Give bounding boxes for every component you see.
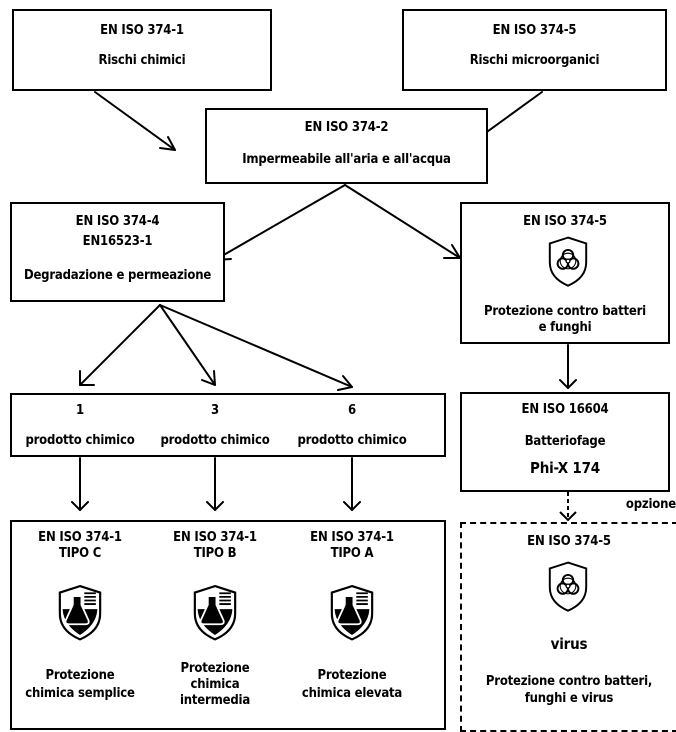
type-desc-line-1: Protezione: [45, 668, 115, 683]
type-desc-line-2: chimica elevata: [301, 686, 403, 701]
box-title: EN ISO 16604: [521, 402, 609, 417]
virus-label: virus: [550, 635, 588, 653]
type-desc-line-2: chimica semplice: [25, 686, 135, 701]
box-title: EN ISO 374-5: [492, 23, 577, 38]
box-title: EN ISO 374-2: [304, 120, 389, 135]
box-title: EN ISO 374-5: [523, 214, 607, 229]
box-line-2: e funghi: [538, 320, 592, 335]
type-label: TIPO B: [193, 546, 237, 561]
box-subtitle: Batteriofage: [524, 434, 606, 449]
box-en-iso-374-5-microorganism-risks: EN ISO 374-5 Rischi microorganici: [402, 9, 667, 91]
type-title: EN ISO 374-1: [38, 530, 122, 545]
box-performance-levels: [10, 393, 446, 457]
level-label: prodotto chimico: [25, 433, 135, 448]
box-subtitle: Rischi chimici: [98, 53, 186, 68]
type-desc-line-2: chimica: [190, 677, 240, 692]
type-desc-line-1: Protezione: [317, 668, 387, 683]
box-title: EN ISO 374-4: [75, 214, 160, 229]
box-subtitle: Degradazione e permeazione: [23, 268, 212, 283]
box-en-iso-16604-bacteriophage: EN ISO 16604 Batteriofage Phi-X 174: [460, 392, 670, 492]
level-number: 6: [348, 403, 356, 418]
type-title: EN ISO 374-1: [310, 530, 394, 545]
type-label: TIPO A: [330, 546, 374, 561]
type-title: EN ISO 374-1: [173, 530, 257, 545]
box-en-iso-374-5-virus: EN ISO 374-5 virus Protezione contro bat…: [460, 522, 676, 732]
type-label: TIPO C: [58, 546, 102, 561]
level-label: prodotto chimico: [160, 433, 270, 448]
box-line-2: funghi e virus: [524, 691, 614, 706]
type-desc-line-3: intermedia: [179, 693, 251, 708]
box-en-iso-374-1-chemical-risks: EN ISO 374-1 Rischi chimici: [12, 9, 272, 91]
box-title-secondary: EN16523-1: [82, 234, 153, 249]
box-en-iso-374-2-penetration: EN ISO 374-2 Impermeabile all'aria e all…: [205, 108, 488, 184]
box-en-iso-374-4-degradation-permeation: EN ISO 374-4 EN16523-1 Degradazione e pe…: [10, 202, 225, 302]
box-en-iso-374-5-bacteria-fungi: EN ISO 374-5 Protezione contro batteri e…: [460, 202, 670, 344]
box-subtitle: Impermeabile all'aria e all'acqua: [242, 152, 451, 167]
option-label: opzione: [625, 497, 676, 512]
box-title: EN ISO 374-1: [100, 23, 184, 38]
level-number: 1: [76, 403, 84, 418]
box-line-1: Protezione contro batteri: [483, 304, 646, 319]
box-title: EN ISO 374-5: [527, 534, 611, 549]
box-value: Phi-X 174: [530, 459, 600, 477]
type-desc-line-1: Protezione: [180, 661, 250, 676]
level-number: 3: [211, 403, 219, 418]
box-line-1: Protezione contro batteri,: [485, 674, 653, 689]
box-subtitle: Rischi microorganici: [469, 53, 600, 68]
level-label: prodotto chimico: [297, 433, 407, 448]
